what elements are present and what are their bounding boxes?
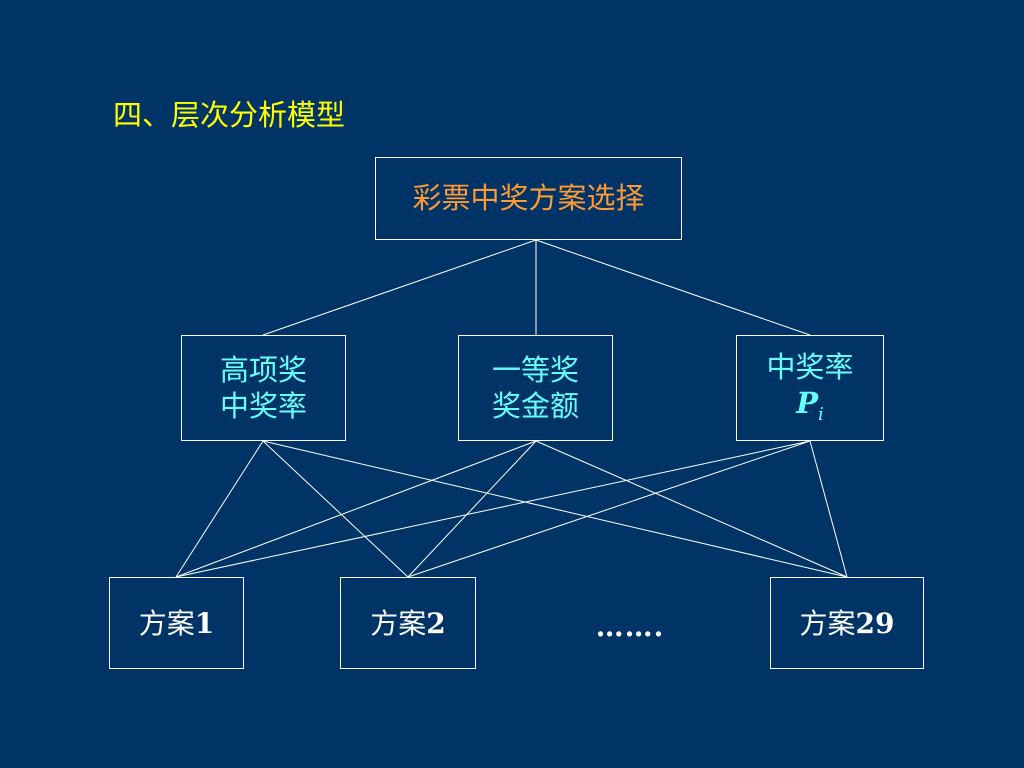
link-criterion-2-alt-1 (175, 440, 537, 578)
alternative-node-29: 方案29 (770, 577, 924, 669)
link-goal-criterion-1 (262, 239, 537, 336)
alternative-node-2: 方案2 (340, 577, 476, 669)
link-criterion-2-alt-3 (535, 440, 848, 578)
alternative-29-text: 方案29 (800, 606, 895, 641)
criterion-1-line-1: 高项奖 (219, 352, 307, 387)
link-criterion-3-alt-2 (407, 440, 811, 578)
slide-title: 四、层次分析模型 (113, 98, 346, 132)
symbol-subscript: i (818, 404, 824, 426)
alternative-1-label: 方案 (138, 606, 195, 640)
alternative-2-label: 方案 (370, 606, 427, 640)
alternatives-ellipsis: ……. (595, 610, 665, 643)
criterion-node-1: 高项奖 中奖率 (181, 335, 346, 441)
criterion-2-line-1: 一等奖 (491, 352, 579, 387)
criterion-node-3: 中奖率 Pi (736, 335, 884, 441)
alternative-2-number: 2 (426, 606, 446, 640)
link-criterion-1-alt-1 (175, 440, 264, 578)
link-criterion-1-alt-3 (262, 440, 848, 578)
alternative-1-number: 1 (194, 606, 215, 640)
link-criterion-3-alt-1 (175, 440, 811, 578)
symbol-letter: P (796, 386, 819, 421)
link-goal-criterion-3 (535, 239, 811, 336)
link-criterion-3-alt-3 (809, 440, 848, 578)
goal-node: 彩票中奖方案选择 (375, 157, 682, 240)
alternative-2-text: 方案2 (370, 606, 446, 641)
alternative-29-number: 29 (855, 606, 895, 640)
criterion-2-line-2: 奖金额 (491, 389, 579, 423)
criterion-node-2: 一等奖 奖金额 (458, 335, 613, 441)
criterion-1-line-2: 中奖率 (219, 389, 307, 423)
criterion-3-symbol: Pi (796, 385, 824, 426)
alternative-29-label: 方案 (799, 606, 856, 640)
criterion-3-line-1: 中奖率 (766, 350, 854, 385)
alternative-1-text: 方案1 (139, 606, 215, 641)
alternative-node-1: 方案1 (109, 577, 244, 669)
goal-label: 彩票中奖方案选择 (412, 181, 645, 216)
link-criterion-1-alt-2 (262, 440, 409, 578)
link-criterion-2-alt-2 (407, 440, 537, 578)
